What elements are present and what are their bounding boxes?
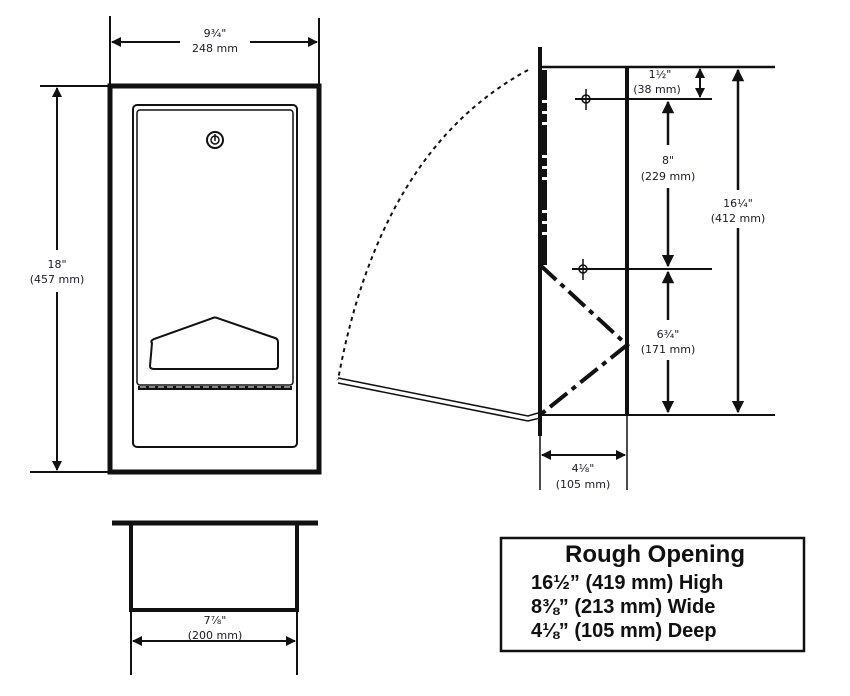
rough-opening-height: 16½” (419 mm) High <box>531 572 723 594</box>
front-door <box>136 109 294 386</box>
rough-opening-depth: 4⅛” (105 mm) Deep <box>531 620 717 642</box>
total-height-mm: (412 mm) <box>711 212 766 225</box>
top-offset-mm: (38 mm) <box>633 83 681 96</box>
depth-in: 4⅛" <box>572 462 595 475</box>
bottom-width-mm: (200 mm) <box>188 629 243 642</box>
front-height-mm: (457 mm) <box>30 273 85 286</box>
front-cabinet <box>132 104 298 448</box>
screw-spacing-in: 8" <box>662 154 674 167</box>
rough-opening-box <box>499 536 806 653</box>
front-view <box>107 83 322 475</box>
front-width-dimension <box>109 16 320 86</box>
lock-icon <box>206 131 224 149</box>
front-width-in: 9¾" <box>204 27 227 40</box>
front-width-mm: 248 mm <box>192 42 238 55</box>
top-offset-in: 1½" <box>649 68 672 81</box>
depth-mm: (105 mm) <box>556 478 611 491</box>
total-height-in: 16¼" <box>723 197 753 210</box>
screw-hole-icon <box>578 259 588 280</box>
lower-offset-in: 6¾" <box>657 328 680 341</box>
bottom-view <box>112 520 318 675</box>
bottom-width-in: 7⅞" <box>204 614 227 627</box>
door-swing-arc <box>337 69 529 381</box>
screw-hole-icon <box>581 89 591 110</box>
front-height-in: 18" <box>47 258 66 271</box>
towel-dispenser-opening <box>148 316 279 370</box>
front-height-dimension <box>30 85 110 473</box>
rough-opening-title: Rough Opening <box>565 541 745 568</box>
rough-opening-width: 8⅜” (213 mm) Wide <box>531 596 715 618</box>
lower-offset-mm: (171 mm) <box>641 343 696 356</box>
side-view <box>337 47 775 490</box>
open-door <box>337 377 541 422</box>
door-swing-path <box>538 263 631 417</box>
screw-spacing-mm: (229 mm) <box>641 170 696 183</box>
front-frame <box>107 83 322 475</box>
